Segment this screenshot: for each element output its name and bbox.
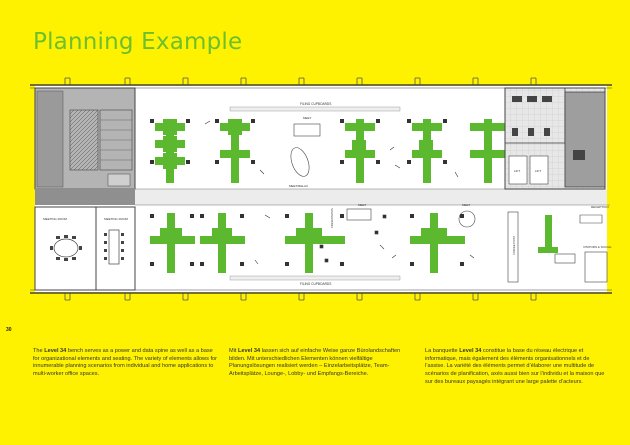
- text-column-en: The Level 34 bench serves as a power and…: [33, 348, 218, 379]
- facade-top: [64, 77, 537, 85]
- lift-label: LIFT: [514, 169, 520, 173]
- page-title: Planning Example: [33, 29, 243, 55]
- filing-cupboards-label-bottom: FILING CUPBOARDS: [300, 282, 331, 286]
- left-core: [34, 87, 136, 205]
- meet-label-3: MEET: [462, 203, 471, 207]
- paragraph-de: Mit Level 34 lassen sich auf einfache We…: [229, 348, 414, 379]
- meeting-room-label: MEETING ROOM: [43, 217, 67, 221]
- product-name: Level 34: [238, 348, 261, 354]
- coffee-point-label: COFFEE POINT: [512, 235, 516, 255]
- facade-bottom: [64, 293, 537, 301]
- meeting-room-label-2: MEETING ROOM: [104, 217, 128, 221]
- meet-label: MEET: [303, 116, 312, 120]
- misc-furniture: [204, 120, 475, 265]
- corridor: [135, 189, 607, 205]
- chairs: [150, 119, 464, 266]
- desk-benches-bottom: [150, 213, 558, 273]
- presentation-label: PRESENTATION: [330, 208, 334, 228]
- product-name: Level 34: [459, 348, 482, 354]
- meeting-rooms: MEETING ROOM MEETING ROOM: [34, 206, 136, 291]
- reception-label: RECEPTION: [591, 205, 609, 209]
- meet-relax-label: MEET/RELAX: [289, 184, 308, 188]
- meet-area-bottom: MEET MEET PRESENTATION: [330, 203, 476, 228]
- text-span: La banquette: [425, 348, 460, 354]
- text-column-fr: La banquette Level 34 constitue la base …: [425, 348, 610, 387]
- meet-label-2: MEET: [358, 203, 367, 207]
- text-span: lassen sich auf einfache Weise ganze Bür…: [229, 348, 401, 378]
- text-span: The: [33, 348, 45, 354]
- text-span: bench serves as a power and data spine a…: [33, 348, 217, 378]
- product-name: Level 34: [44, 348, 67, 354]
- right-core: LIFT LIFT: [504, 87, 606, 190]
- paragraph-en: The Level 34 bench serves as a power and…: [33, 348, 218, 379]
- meet-area-top: MEET MEET/RELAX: [289, 116, 321, 188]
- page-number: 30: [6, 327, 12, 333]
- paragraph-fr: La banquette Level 34 constitue la base …: [425, 348, 610, 387]
- lift-label-2: LIFT: [535, 169, 541, 173]
- desk-benches-top: [155, 119, 510, 183]
- visitors-social-label: VISITORS & SOCIAL: [583, 245, 612, 249]
- filing-cupboards-label-top: FILING CUPBOARDS: [300, 102, 331, 106]
- coffee-lounge: COFFEE POINT RECEPTION VISITORS & SOCIAL: [507, 205, 612, 283]
- text-span: constitue la base du réseau électrique e…: [425, 348, 605, 385]
- text-span: Mit: [229, 348, 239, 354]
- text-column-de: Mit Level 34 lassen sich auf einfache We…: [229, 348, 414, 379]
